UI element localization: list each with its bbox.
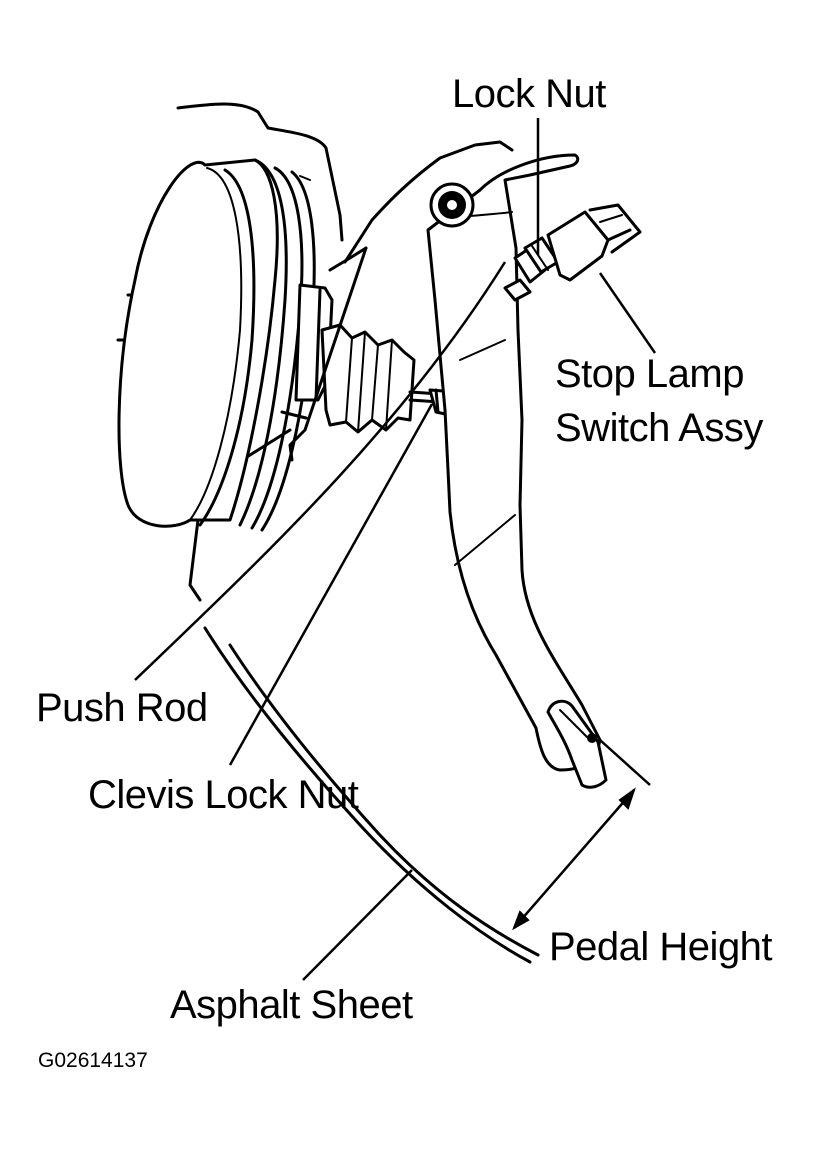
asphalt-sheet bbox=[203, 626, 540, 964]
label-push-rod: Push Rod bbox=[36, 686, 208, 730]
leader-lines bbox=[134, 118, 657, 981]
label-stop-lamp-line2: Switch Assy bbox=[555, 406, 763, 450]
figure-code: G02614137 bbox=[38, 1049, 148, 1072]
brake-pedal-arm bbox=[426, 153, 608, 789]
label-asphalt-sheet: Asphalt Sheet bbox=[170, 983, 413, 1027]
leader-stop-lamp bbox=[598, 272, 657, 354]
label-clevis-lock-nut: Clevis Lock Nut bbox=[88, 773, 359, 817]
leader-asphalt-sheet bbox=[302, 869, 413, 981]
label-stop-lamp-line1: Stop Lamp bbox=[555, 352, 744, 396]
label-lock-nut: Lock Nut bbox=[452, 72, 606, 116]
pedal-bracket bbox=[280, 140, 514, 462]
stop-lamp-switch bbox=[503, 203, 642, 302]
label-pedal-height: Pedal Height bbox=[549, 925, 773, 969]
pedal-height-dimension bbox=[512, 739, 651, 931]
brake-booster bbox=[116, 158, 334, 532]
leader-push-rod bbox=[134, 261, 507, 681]
leader-clevis-lock-nut bbox=[228, 403, 434, 766]
push-rod-boot bbox=[320, 323, 416, 434]
